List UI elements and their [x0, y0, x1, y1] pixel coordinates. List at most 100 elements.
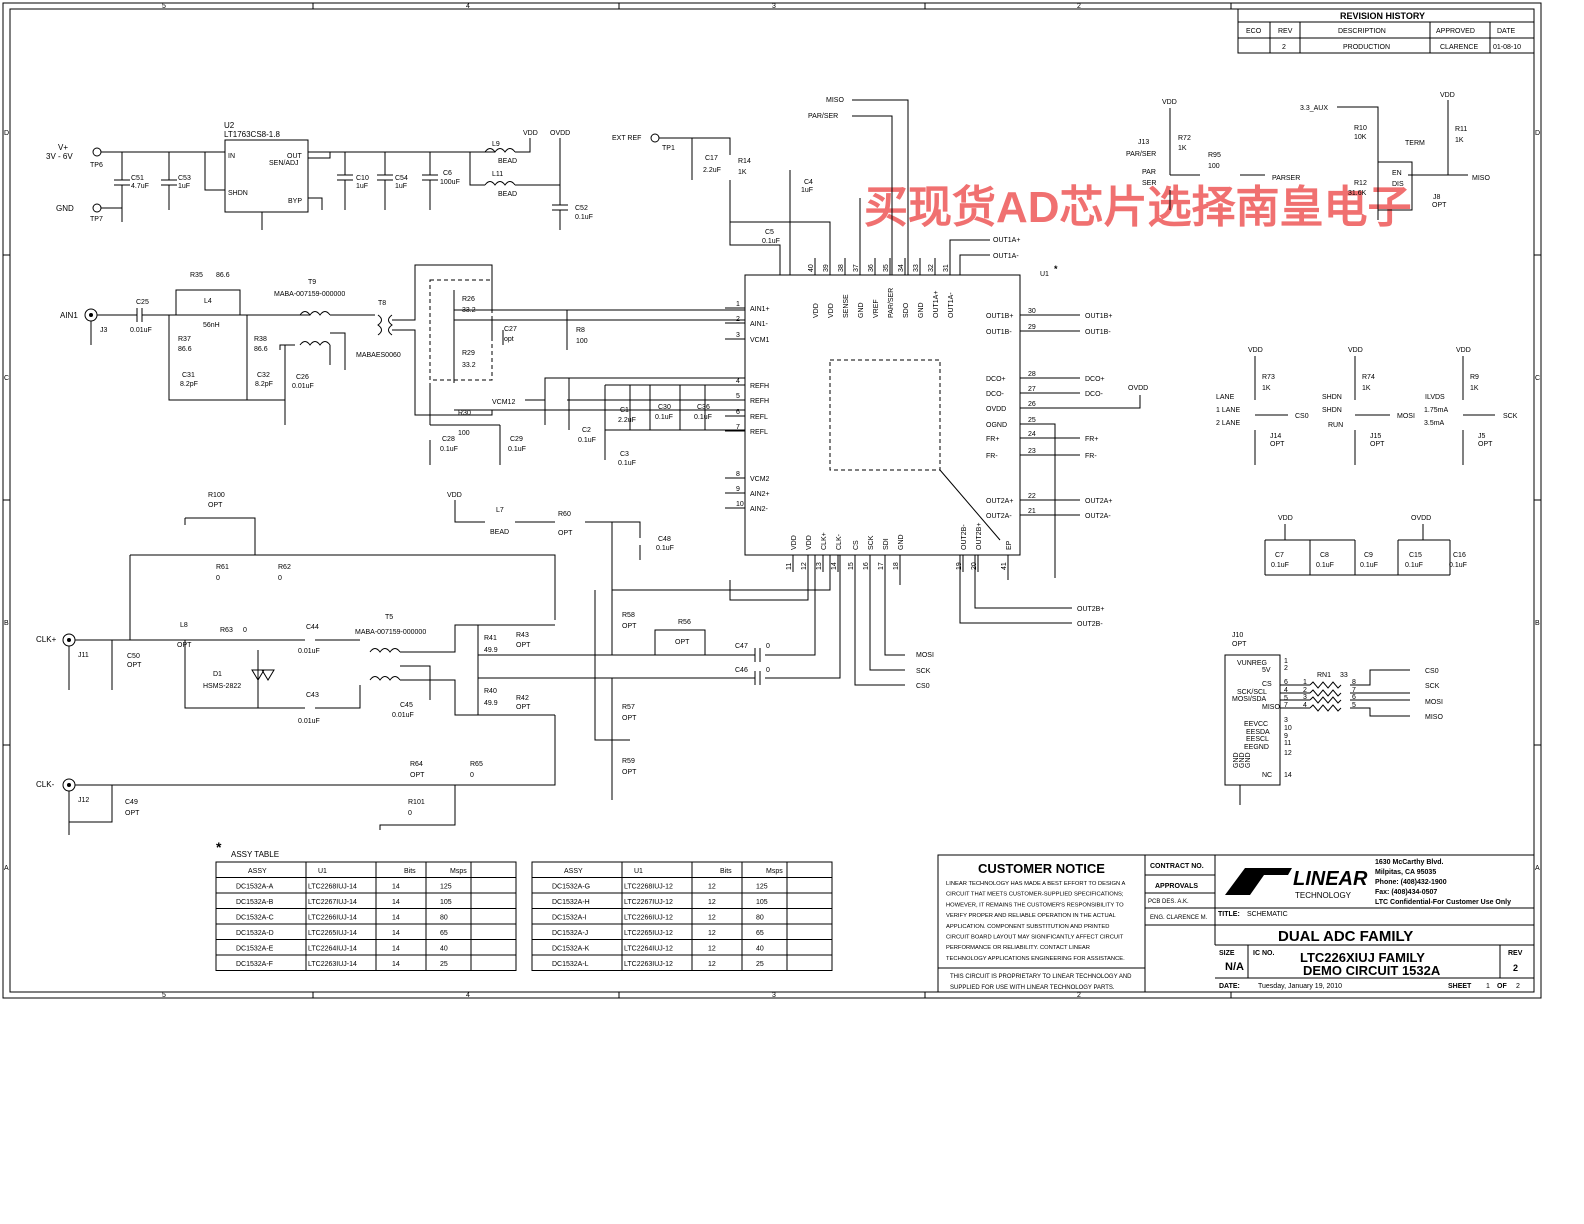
- u2-pin-byp: BYP: [288, 198, 302, 205]
- assy-cell: LTC2264IUJ-14: [308, 946, 357, 953]
- assy-cell: DC1532A-G: [552, 884, 590, 891]
- assy-cell: 40: [756, 946, 764, 953]
- assy-cell: LTC2267IUJ-14: [308, 899, 357, 906]
- sck-port-j5: SCK: [1503, 413, 1518, 420]
- u1-pin-num: 17: [878, 562, 885, 570]
- border-letter-c-r: C: [1535, 375, 1540, 382]
- u1-net-port: FR+: [1085, 436, 1098, 443]
- c6-ref: C6: [443, 170, 452, 177]
- r95-val: 100: [1208, 163, 1220, 170]
- r57-val: OPT: [622, 715, 637, 722]
- u2-pin-sen: SEN/ADJ: [269, 160, 299, 167]
- c53-ref: C53: [178, 175, 191, 182]
- assy-header: Msps: [450, 868, 467, 875]
- r10-ref: R10: [1354, 125, 1367, 132]
- rev-header-date: DATE: [1497, 28, 1515, 35]
- c29-val: 0.1uF: [508, 446, 526, 453]
- rev-header-eco: ECO: [1246, 28, 1262, 35]
- address-1: 1630 McCarthy Blvd.: [1375, 859, 1444, 866]
- u1-pin-name: GND: [898, 534, 905, 550]
- assy-cell: 40: [440, 946, 448, 953]
- j15-ref: J15: [1370, 433, 1381, 440]
- j8-ref: J8: [1433, 194, 1441, 201]
- c46-ref: C46: [735, 667, 748, 674]
- tp6-label: TP6: [90, 162, 103, 169]
- decoup-cap-ref: C9: [1364, 552, 1373, 559]
- ic-value: LTC226XIUJ FAMILY: [1300, 950, 1425, 965]
- eeprom-pin-num: 5: [1284, 695, 1288, 702]
- eeprom-pin-label: NC: [1262, 772, 1272, 779]
- assy-table-frame: [215, 861, 517, 971]
- border-letter-a: A: [4, 865, 9, 872]
- rn1-pin-num: 2: [1303, 687, 1307, 694]
- main-title: DUAL ADC FAMILY: [1278, 928, 1413, 945]
- c49-val: OPT: [125, 810, 140, 817]
- j14-ref: J14: [1270, 433, 1281, 440]
- rn1-resistors: [1309, 681, 1342, 712]
- ain-section: AIN1 J3 C25 0.01uF R35 86.6 L4 56nH R37 …: [60, 264, 745, 467]
- r56-ref: R56: [678, 619, 691, 626]
- r10-val: 10K: [1354, 134, 1367, 141]
- eeprom-pin-label: GND: [1233, 752, 1240, 768]
- r37-val: 86.6: [178, 346, 192, 353]
- j3-label: J3: [100, 327, 108, 334]
- d1-diode-icon: [251, 650, 275, 708]
- clkm-label: CLK-: [36, 780, 55, 789]
- decoup-cap-val: 0.1uF: [1405, 562, 1423, 569]
- notice-line: CIRCUIT BOARD LAYOUT MAY SIGNIFICANTLY A…: [946, 935, 1124, 941]
- rn1-pin-num: 3: [1303, 694, 1307, 701]
- rn1-ref: RN1: [1317, 672, 1331, 679]
- assy-title: ASSY TABLE: [231, 850, 279, 859]
- u1-net-port: OUT2B-: [1077, 621, 1103, 628]
- power-section: V+ 3V - 6V GND TP6 TP7 U2 LT1763CS8-1.8 …: [46, 121, 593, 230]
- eeprom-pin-label: MISO: [1262, 704, 1280, 711]
- j8-val: OPT: [1432, 202, 1447, 209]
- assy-cell: 25: [440, 961, 448, 968]
- r26-val: 33.2: [462, 307, 476, 314]
- assy-cell: 12: [708, 899, 716, 906]
- r11-miso-port: MISO: [1472, 175, 1490, 182]
- u1-pin-name: AIN1-: [750, 321, 769, 328]
- j13-lbl: PAR/SER: [1126, 151, 1156, 158]
- border-num-2b: 2: [1077, 992, 1081, 999]
- r43-val: OPT: [516, 642, 531, 649]
- rn1-pin-num: 4: [1303, 702, 1307, 709]
- u1-pin-name: VDD: [791, 535, 798, 550]
- rev-row-rev: 2: [1282, 44, 1286, 51]
- assy-cell: LTC2268IUJ-14: [308, 884, 357, 891]
- assy-cell: DC1532A-E: [236, 946, 274, 953]
- j14-vdd: VDD: [1248, 347, 1263, 354]
- u1-pin-num: 15: [848, 562, 855, 570]
- j10-ref: J10: [1232, 632, 1243, 639]
- r9-val: 1K: [1470, 385, 1479, 392]
- assy-cell: 12: [708, 930, 716, 937]
- u1-pin-name: FR-: [986, 453, 998, 460]
- r30-ref: R30: [458, 410, 471, 417]
- u1-pin-name: VCM2: [750, 476, 770, 483]
- d1-part: HSMS-2822: [203, 683, 241, 690]
- r58-val: OPT: [622, 623, 637, 630]
- u2-ref: U2: [224, 121, 235, 130]
- revision-title: REVISION HISTORY: [1340, 11, 1425, 21]
- c36-val: 0.1uF: [694, 414, 712, 421]
- r35-val: 86.6: [216, 272, 230, 279]
- u1-pin-num: 35: [883, 264, 890, 272]
- u1-pin-name: SCK: [868, 535, 875, 550]
- linear-logo-icon: [1225, 868, 1292, 895]
- u1-pin-num: 41: [1001, 562, 1008, 570]
- mosi-port-j15: MOSI: [1397, 413, 1415, 420]
- j13-ref: J13: [1138, 139, 1149, 146]
- clk-section: R100 OPT VDD L7 BEAD R60 OPT C48 0.1uF R…: [36, 492, 1072, 835]
- c17-val: 2.2uF: [703, 167, 721, 174]
- c47-val: 0: [766, 643, 770, 650]
- notice-line: VERIFY PROPER AND RELIABLE OPERATION IN …: [946, 913, 1117, 919]
- revision-history: REVISION HISTORY ECO REV DESCRIPTION APP…: [1237, 8, 1535, 54]
- l7-ref: L7: [496, 507, 504, 514]
- assy-header: U1: [318, 868, 327, 875]
- assy-cell: 125: [440, 884, 452, 891]
- u1-pin-name: VREF: [873, 299, 880, 318]
- sheet-label: SHEET: [1448, 983, 1472, 990]
- eeprom-pin-num: 7: [1284, 702, 1288, 709]
- assy-cell: 125: [756, 884, 768, 891]
- c27-ref: C27: [504, 326, 517, 333]
